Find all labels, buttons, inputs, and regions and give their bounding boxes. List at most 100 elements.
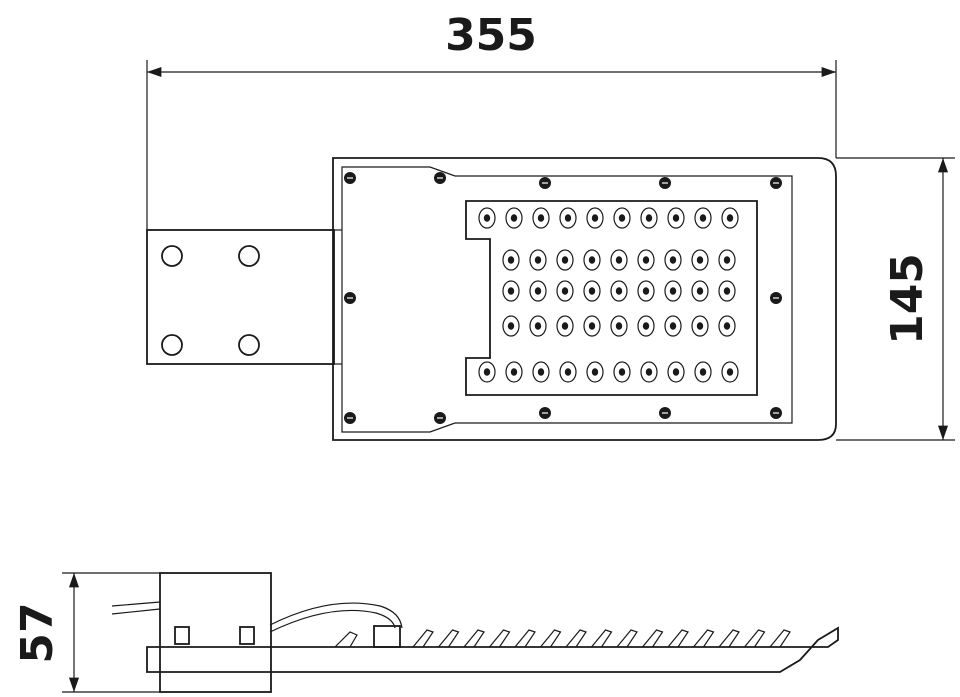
heat-fin — [591, 629, 613, 648]
led — [718, 280, 736, 302]
screw — [434, 172, 446, 184]
screw — [539, 407, 551, 419]
screw — [344, 172, 356, 184]
mount-hole — [161, 245, 183, 267]
led — [640, 207, 658, 229]
led — [610, 280, 628, 302]
screw — [434, 412, 446, 424]
led — [718, 249, 736, 271]
led — [559, 361, 577, 383]
led — [610, 249, 628, 271]
height-dimension: 145 — [836, 157, 955, 441]
led — [556, 280, 574, 302]
led — [478, 207, 496, 229]
led — [691, 280, 709, 302]
height-label: 145 — [882, 253, 933, 345]
led — [613, 207, 631, 229]
led — [586, 361, 604, 383]
led — [556, 315, 574, 337]
led — [505, 207, 523, 229]
mount-holes — [161, 245, 260, 356]
led — [529, 249, 547, 271]
led — [637, 315, 655, 337]
mount-bracket — [146, 229, 335, 365]
led — [664, 280, 682, 302]
heat-fin — [667, 629, 689, 648]
width-label: 355 — [445, 10, 537, 61]
internal-wire — [269, 602, 403, 633]
base-plate — [146, 626, 839, 673]
width-dimension: 355 — [146, 10, 837, 230]
led — [502, 280, 520, 302]
led — [637, 249, 655, 271]
led — [583, 280, 601, 302]
led — [640, 361, 658, 383]
led — [559, 207, 577, 229]
led — [664, 249, 682, 271]
led — [529, 280, 547, 302]
screw-set — [344, 172, 782, 424]
led — [694, 361, 712, 383]
led-board — [465, 200, 758, 396]
mount-hole — [238, 245, 260, 267]
heat-fin — [438, 629, 460, 648]
heat-fin — [744, 629, 766, 648]
depth-label: 57 — [12, 602, 63, 663]
led — [583, 315, 601, 337]
led — [691, 315, 709, 337]
heat-fin — [334, 631, 358, 648]
heat-fin — [540, 629, 562, 648]
screw — [539, 177, 551, 189]
top-view — [146, 157, 837, 441]
led — [664, 315, 682, 337]
heat-fin — [489, 629, 511, 648]
heat-fin — [565, 629, 587, 648]
depth-dimension: 57 — [12, 572, 160, 693]
screw — [659, 407, 671, 419]
driver-block — [373, 625, 401, 648]
led — [505, 361, 523, 383]
led — [691, 249, 709, 271]
terminal — [174, 626, 190, 645]
housing-inner-frame — [341, 166, 793, 433]
screw — [770, 177, 782, 189]
housing-outline — [332, 157, 837, 441]
led — [667, 361, 685, 383]
led — [583, 249, 601, 271]
screw — [770, 407, 782, 419]
power-cable — [111, 601, 161, 615]
led — [718, 315, 736, 337]
side-view — [111, 572, 839, 693]
led — [721, 207, 739, 229]
heat-fin — [718, 629, 740, 648]
led — [721, 361, 739, 383]
screw — [770, 292, 782, 304]
led — [637, 280, 655, 302]
screw — [659, 177, 671, 189]
mount-hole — [238, 334, 260, 356]
led — [502, 249, 520, 271]
heat-fin — [693, 629, 715, 648]
led — [502, 315, 520, 337]
heat-fin — [412, 629, 434, 648]
led — [610, 315, 628, 337]
heat-fin — [514, 629, 536, 648]
mount-hole — [161, 334, 183, 356]
heat-fin — [642, 629, 664, 648]
terminal — [239, 626, 255, 645]
junction-box — [159, 572, 272, 693]
led — [556, 249, 574, 271]
screw — [344, 292, 356, 304]
heat-fin — [769, 629, 791, 648]
led — [694, 207, 712, 229]
heat-fin — [463, 629, 485, 648]
screw — [344, 412, 356, 424]
led-array — [478, 207, 739, 383]
led — [667, 207, 685, 229]
led — [529, 315, 547, 337]
led — [532, 361, 550, 383]
led — [586, 207, 604, 229]
heat-fin — [616, 629, 638, 648]
led — [532, 207, 550, 229]
